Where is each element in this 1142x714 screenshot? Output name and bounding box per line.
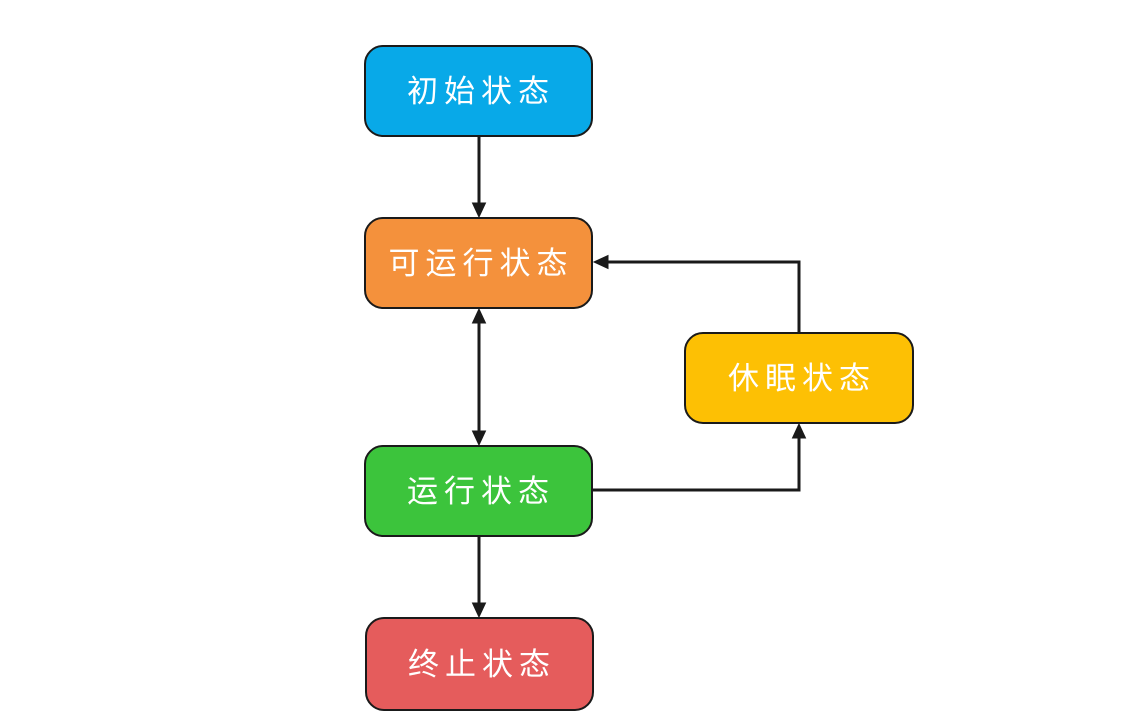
node-running-state-box — [364, 445, 593, 537]
edge-runnable-running-double — [471, 307, 487, 447]
node-runnable-state: 可运行状态 — [364, 217, 593, 309]
edge-running-to-sleeping-line — [592, 437, 801, 492]
arrowhead-down-icon — [471, 202, 487, 219]
arrowhead-down-icon — [471, 602, 487, 619]
edge-running-to-terminated — [471, 537, 487, 619]
arrowhead-up-icon — [791, 422, 807, 439]
arrowhead-left-icon — [592, 254, 609, 270]
node-running-state: 运行状态 — [364, 445, 593, 537]
node-sleeping-state-box — [684, 332, 914, 424]
arrowhead-down-icon — [471, 430, 487, 447]
node-runnable-state-box — [364, 217, 593, 309]
node-initial-state-box — [364, 45, 593, 137]
node-terminated-state: 终止状态 — [365, 617, 594, 711]
node-sleeping-state-label: 休眠状态 — [728, 361, 876, 397]
edge-sleeping-to-runnable-line — [607, 260, 801, 333]
edge-sleeping-to-runnable — [592, 254, 801, 333]
node-runnable-state-label: 可运行状态 — [389, 246, 574, 282]
node-initial-state: 初始状态 — [364, 45, 593, 137]
edge-running-to-sleeping — [592, 422, 807, 492]
node-terminated-state-box — [365, 617, 594, 711]
node-initial-state-label: 初始状态 — [407, 74, 555, 110]
arrowhead-up-icon — [471, 307, 487, 324]
node-running-state-label: 运行状态 — [407, 474, 555, 510]
node-sleeping-state: 休眠状态 — [684, 332, 914, 424]
edge-initial-to-runnable — [471, 137, 487, 219]
node-terminated-state-label: 终止状态 — [408, 647, 556, 683]
